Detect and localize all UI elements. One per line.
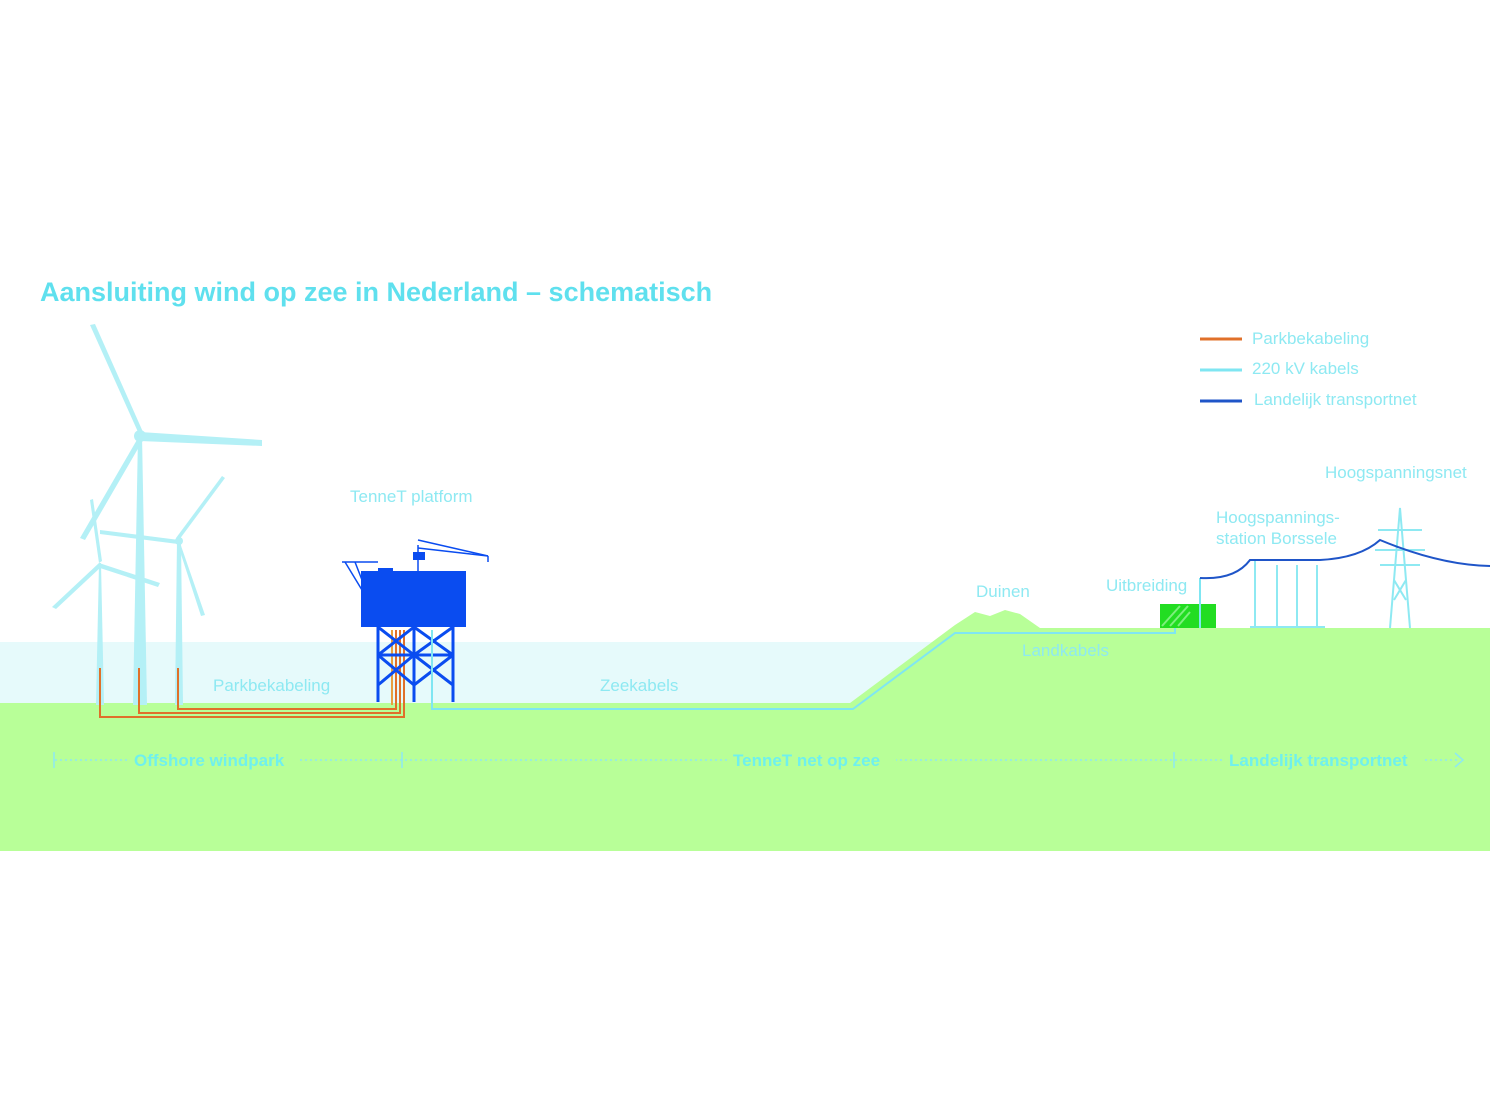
zone-labels: Offshore windpark TenneT net op zee Land… xyxy=(130,748,1424,772)
turbine-blade xyxy=(176,476,225,540)
platform-roof-unit xyxy=(378,568,393,574)
zeekabel-220kv xyxy=(431,612,1176,710)
label-station-line2: station Borssele xyxy=(1216,529,1337,548)
legend-label: Parkbekabeling xyxy=(1252,329,1369,348)
platform-helideck-and-crane xyxy=(342,539,489,591)
uitbreiding-block xyxy=(1160,604,1216,628)
wind-turbines xyxy=(52,324,262,705)
zone-tennet-net-op-zee: TenneT net op zee xyxy=(733,751,880,770)
zone-label-bg xyxy=(1224,748,1424,772)
turbine-blade xyxy=(177,540,205,616)
land xyxy=(0,610,1490,851)
uitbreiding-hatching xyxy=(1161,605,1191,627)
zone-landelijk-transportnet: Landelijk transportnet xyxy=(1229,751,1408,770)
park-cable xyxy=(99,630,405,718)
label-parkbekabeling: Parkbekabeling xyxy=(213,676,330,695)
platform-topside xyxy=(361,571,466,627)
label-duinen: Duinen xyxy=(976,582,1030,601)
turbine-tower xyxy=(96,563,104,705)
legend: Parkbekabeling 220 kV kabels Landelijk t… xyxy=(1200,329,1417,409)
zone-offshore-windpark: Offshore windpark xyxy=(134,751,285,770)
turbine-blade xyxy=(90,499,102,563)
diagram-title: Aansluiting wind op zee in Nederland – s… xyxy=(40,277,712,307)
legend-label: 220 kV kabels xyxy=(1252,359,1359,378)
tennet-platform xyxy=(342,539,489,702)
substation-borssele xyxy=(1250,560,1325,628)
turbine-blade xyxy=(52,563,101,609)
crane-cabin xyxy=(413,552,425,560)
pylon-icon xyxy=(1375,507,1425,629)
label-hoogspanningsnet: Hoogspanningsnet xyxy=(1325,463,1467,482)
turbine-blade xyxy=(99,563,160,587)
ruler-arrow-icon xyxy=(1454,752,1465,768)
turbine-tower xyxy=(133,435,147,705)
label-landkabels: Landkabels xyxy=(1022,641,1109,660)
turbine-blade xyxy=(80,438,143,540)
turbine-hub xyxy=(175,537,183,545)
legend-label: Landelijk transportnet xyxy=(1254,390,1417,409)
turbine-hub xyxy=(134,430,146,442)
turbine-blade xyxy=(90,324,143,432)
zone-label-bg xyxy=(130,748,298,772)
turbine-blade xyxy=(100,530,179,544)
label-uitbreiding: Uitbreiding xyxy=(1106,576,1187,595)
label-station-line1: Hoogspannings- xyxy=(1216,508,1340,527)
uitbreiding-station xyxy=(1160,578,1216,628)
transportnet-line xyxy=(1199,538,1490,580)
zone-label-bg xyxy=(728,748,896,772)
label-platform: TenneT platform xyxy=(350,487,473,506)
platform-jacket xyxy=(376,625,455,702)
label-zeekabels: Zeekabels xyxy=(600,676,678,695)
turbine-tower xyxy=(175,540,183,705)
turbine-blade xyxy=(140,432,262,446)
